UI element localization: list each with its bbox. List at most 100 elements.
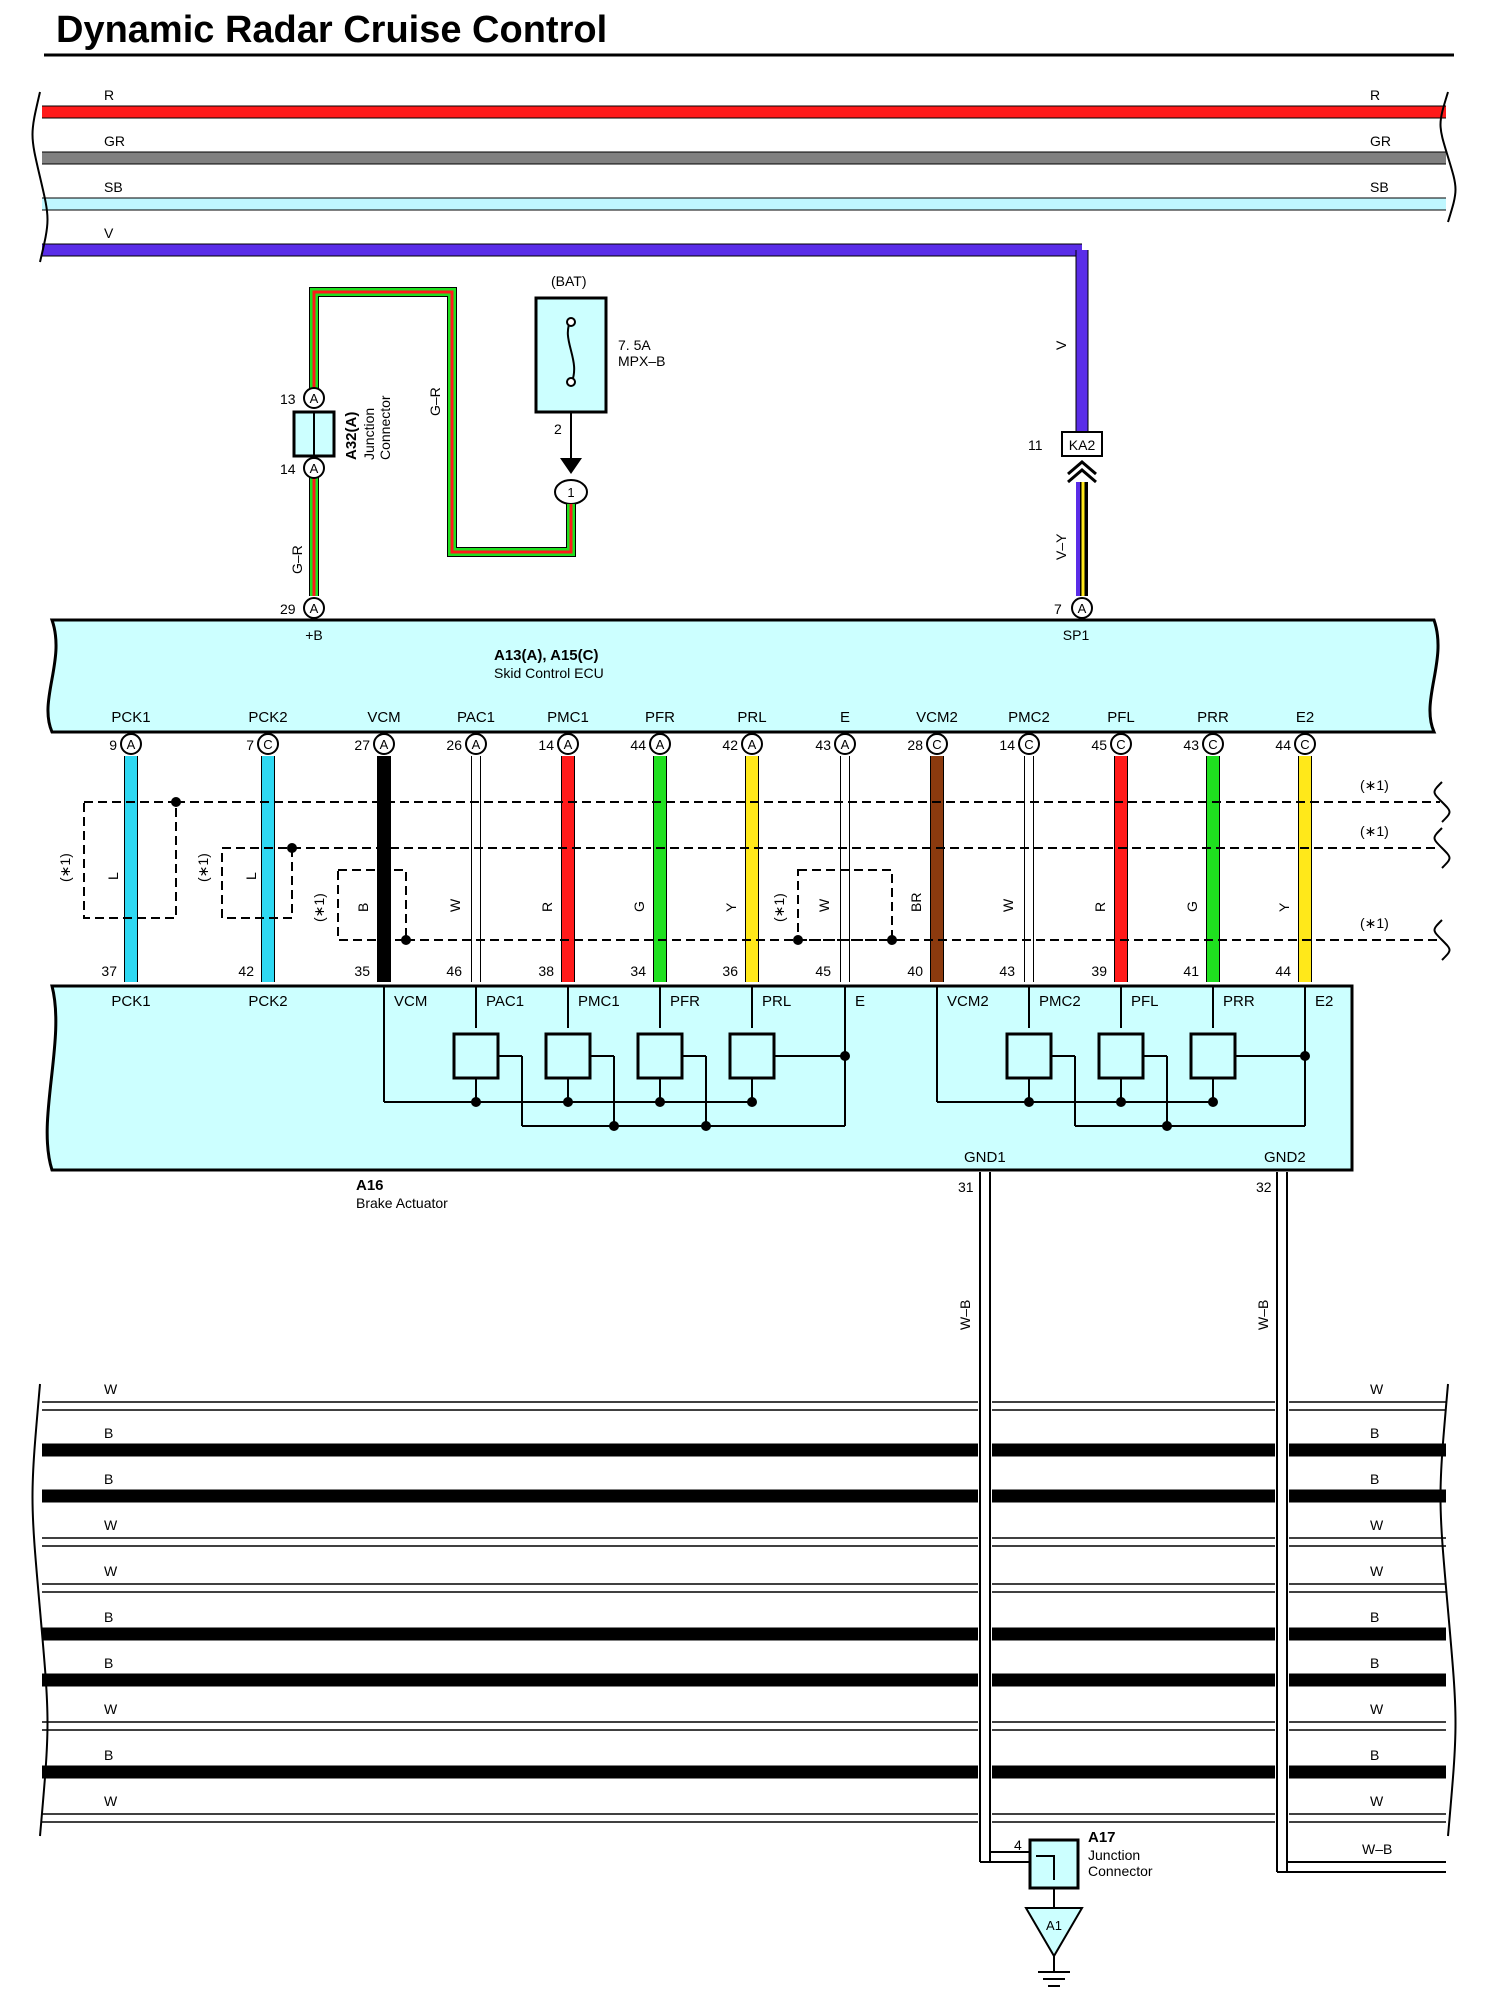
actuator-pin-number-pck1: 37 <box>101 963 117 979</box>
ecu-pin-number-pfl: 45 <box>1091 737 1107 753</box>
act1-e-node-1 <box>609 1121 619 1131</box>
act1-solenoid-3 <box>728 1032 776 1080</box>
ecu-pin-label-pac1: PAC1 <box>457 709 495 726</box>
fuse-box <box>534 296 608 414</box>
top-bus-label-right-2: SB <box>1370 179 1389 195</box>
gnd1-pin-number: 31 <box>958 1179 974 1195</box>
gnd2-wire-gap <box>1275 1172 1289 1872</box>
plus-b-label: +B <box>305 627 323 643</box>
gnd2-label: GND2 <box>1264 1149 1306 1166</box>
wire-color-label-e: W <box>816 898 832 912</box>
ecu-pin-label-vcm: VCM <box>367 709 400 726</box>
ecu-pin-vcm-letter: A <box>380 737 389 752</box>
a32-pin-bottom-circle <box>303 457 325 479</box>
ecu-pin-label-pmc2: PMC2 <box>1008 709 1050 726</box>
bottom-bus-label-left-2: B <box>104 1471 113 1487</box>
ecu-pin-number-vcm: 27 <box>354 737 370 753</box>
actuator-label-pck1: PCK1 <box>111 993 150 1010</box>
ecu-pin-pmc2-letter: C <box>1024 737 1033 752</box>
actuator-pin-number-prr: 41 <box>1183 963 1199 979</box>
wire-color-label-prr: G <box>1184 901 1200 912</box>
ecu-pin-pfr-circle <box>649 733 671 755</box>
shield-note-pck1: (∗1) <box>57 853 73 882</box>
actuator-label-pac1: PAC1 <box>486 993 524 1010</box>
bottom-bus-label-left-5: B <box>104 1609 113 1625</box>
ecu-pin-number-e: 43 <box>815 737 831 753</box>
gr-wire-label-bottom: G–R <box>289 545 305 574</box>
shield-dot-c3 <box>887 935 897 945</box>
wire-color-label-vcm2: BR <box>908 893 924 912</box>
ecu-box <box>46 618 1440 734</box>
ecu-pin-e2-circle <box>1294 733 1316 755</box>
bottom-bus-label-left-9: W <box>104 1793 118 1809</box>
ecu-pin-label-pck2: PCK2 <box>248 709 287 726</box>
actuator-pin-number-e2: 44 <box>1275 963 1291 979</box>
ecu-pin-number-vcm2: 28 <box>907 737 923 753</box>
shield-box-e <box>797 869 893 941</box>
gnd1-wire-gap <box>978 1172 992 1862</box>
top-bus-label-right-0: R <box>1370 87 1380 103</box>
act2-solenoid-2 <box>1189 1032 1237 1080</box>
bottom-bus-label-right-1: B <box>1370 1425 1379 1441</box>
actuator-pin-number-pck2: 42 <box>238 963 254 979</box>
sp1-pin-letter: A <box>1078 601 1087 616</box>
act1-e-node-2 <box>701 1121 711 1131</box>
act1-solenoid-2 <box>636 1032 684 1080</box>
wire-color-label-e2: Y <box>1276 902 1292 912</box>
shield-break-c <box>1433 919 1451 961</box>
ecu-pin-prr-circle <box>1202 733 1224 755</box>
top-bus-label-left-2: SB <box>104 179 123 195</box>
ecu-pin-label-e2: E2 <box>1296 709 1314 726</box>
bottom-bus-label-right-9: W <box>1370 1793 1384 1809</box>
shield-break-a <box>1433 781 1451 823</box>
bottom-bus-label-right-7: W <box>1370 1701 1384 1717</box>
a17-pin-number: 4 <box>1014 1837 1022 1853</box>
shield-note-pck2: (∗1) <box>195 853 211 882</box>
gnd2-wire-label: W–B <box>1255 1300 1271 1330</box>
actuator-label-e: E <box>855 993 865 1010</box>
actuator-pin-number-prl: 36 <box>722 963 738 979</box>
shield-dot-b <box>287 843 297 853</box>
bottom-bus-label-left-7: W <box>104 1701 118 1717</box>
bus-break-left-top <box>31 91 49 263</box>
wire-color-label-pfr: G <box>631 901 647 912</box>
ecu-pin-number-pck2: 7 <box>246 737 254 753</box>
gr-wire-label-top: G–R <box>427 387 443 416</box>
ecu-pin-label-e: E <box>840 709 850 726</box>
actuator-label-pmc2: PMC2 <box>1039 993 1081 1010</box>
ka2-pin-number: 11 <box>1028 437 1043 453</box>
act2-solenoid-1 <box>1097 1032 1145 1080</box>
gr-wire-upper-red <box>312 290 573 554</box>
top-bus-label-right-1: GR <box>1370 133 1391 149</box>
ecu-pin-label-pmc1: PMC1 <box>547 709 589 726</box>
a17-id: A17 <box>1088 1829 1116 1846</box>
fuse-terminal-bottom <box>566 377 576 387</box>
act2-solenoid-0 <box>1005 1032 1053 1080</box>
ecu-pin-pac1-circle <box>465 733 487 755</box>
ecu-pin-label-pfr: PFR <box>645 709 675 726</box>
wire-color-label-pck2: L <box>243 872 259 880</box>
act2-e2-node-1 <box>1162 1121 1172 1131</box>
bottom-bus-label-right-4: W <box>1370 1563 1384 1579</box>
ecu-pin-label-pck1: PCK1 <box>111 709 150 726</box>
bottom-bus-label-left-4: W <box>104 1563 118 1579</box>
bottom-bus-label-left-6: B <box>104 1655 113 1671</box>
actuator-label-pck2: PCK2 <box>248 993 287 1010</box>
a32-desc2: Connector <box>377 395 393 460</box>
a32-pin-top-number: 13 <box>280 391 296 407</box>
wire-color-label-vcm: B <box>355 903 371 912</box>
actuator-label-pfr: PFR <box>670 993 700 1010</box>
page-title: Dynamic Radar Cruise Control <box>56 9 607 51</box>
ecu-pin-number-pfr: 44 <box>630 737 646 753</box>
a17-internal-link <box>1036 1855 1055 1880</box>
bottom-bus-label-right-0: W <box>1370 1381 1384 1397</box>
shield-note-a: (∗1) <box>1360 777 1389 793</box>
actuator-desc: Brake Actuator <box>356 1195 448 1211</box>
ecu-pin-pck1-letter: A <box>127 737 136 752</box>
ecu-pin-pck2-circle <box>257 733 279 755</box>
bottom-bus-label-right-6: B <box>1370 1655 1379 1671</box>
actuator-label-prr: PRR <box>1223 993 1255 1010</box>
